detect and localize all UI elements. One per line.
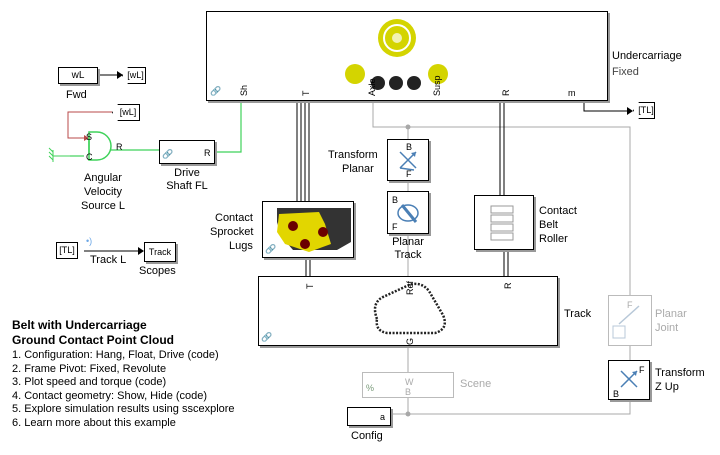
planar-track-icon — [397, 204, 419, 223]
link-learn-more[interactable]: 6. Learn more about this example — [12, 416, 176, 429]
planar-joint-block[interactable]: F — [608, 295, 652, 346]
undercarriage-block[interactable]: Sh T Axle Susp R m 🔗 — [206, 11, 608, 101]
angular-velocity-label-1: Angular — [84, 172, 122, 184]
link-icon: 🔗 — [210, 86, 222, 96]
transform-icon — [399, 151, 417, 171]
transform-z-icon — [620, 370, 638, 388]
model-title: Belt with Undercarriage Ground Contact P… — [12, 318, 174, 348]
port-f-pj: F — [627, 300, 633, 310]
transform-planar-label-1: Transform — [328, 149, 378, 161]
from-wl-block[interactable]: [wL] — [112, 104, 140, 121]
model-title-line1: Belt with Undercarriage — [12, 318, 147, 332]
goto-tl-block[interactable]: [TL] — [633, 102, 655, 119]
wireless-icon: •) — [86, 236, 93, 246]
track-l-label: Track L — [90, 254, 127, 266]
link-icon: 🔗 — [162, 149, 174, 159]
transform-planar-block[interactable]: B F — [387, 139, 429, 181]
link-frame-pivot[interactable]: 2. Frame Pivot: Fixed, Revolute — [12, 362, 167, 375]
port-w-scene: W — [405, 377, 414, 387]
model-links-list: 1. Configuration: Hang, Float, Drive (co… — [12, 349, 235, 430]
contact-sprocket-label-1: Contact — [215, 212, 253, 224]
planar-track-label-2: Track — [394, 249, 422, 261]
planar-track-label-1: Planar — [392, 236, 424, 248]
config-value: a — [380, 412, 386, 422]
link-plot-speed[interactable]: 3. Plot speed and torque (code) — [12, 376, 167, 388]
transform-z-label-1: Transform — [655, 367, 705, 379]
contact-belt-label-1: Contact — [539, 205, 577, 217]
angular-velocity-label-3: Source L — [80, 200, 126, 212]
link-icon: 🔗 — [265, 244, 277, 254]
link-contact-geometry[interactable]: 4. Contact geometry: Show, Hide (code) — [12, 389, 208, 402]
port-c: C — [86, 152, 93, 162]
port-t: T — [301, 90, 311, 97]
from-tl-block[interactable]: [TL] — [56, 242, 78, 259]
port-b-tp: B — [406, 142, 413, 152]
contact-sprocket-label-2: Sprocket — [210, 226, 254, 238]
scene-label: Scene — [460, 378, 492, 390]
config-block[interactable]: a — [347, 407, 391, 426]
fwd-constant-block[interactable]: wL — [58, 67, 98, 84]
link-icon: 🔗 — [261, 332, 273, 342]
port-r-av: R — [116, 142, 123, 152]
fwd-label: Fwd — [66, 89, 87, 101]
scopes-block[interactable]: Track — [144, 242, 176, 262]
port-f-pt: F — [392, 222, 398, 232]
planar-joint-label-1: Planar — [655, 308, 687, 320]
port-axle: Axle — [367, 78, 377, 96]
model-title-line2: Ground Contact Point Cloud — [12, 333, 174, 347]
planar-joint-label-2: Joint — [655, 322, 679, 334]
scene-icon: % — [366, 383, 375, 393]
port-s: S — [86, 132, 93, 142]
scene-block[interactable]: % W B — [362, 372, 454, 398]
port-f-tz: F — [639, 365, 645, 375]
track-graphic — [373, 282, 446, 335]
scopes-label: Scopes — [139, 265, 176, 277]
goto-wl-block[interactable]: [wL] — [122, 67, 146, 84]
port-sh: Sh — [239, 84, 249, 96]
undercarriage-name: Undercarriage — [612, 50, 682, 62]
port-susp: Susp — [432, 75, 442, 96]
port-ref-track: Ref — [405, 280, 415, 295]
undercarriage-variant: Fixed — [612, 66, 639, 78]
config-label: Config — [351, 430, 383, 442]
drive-shaft-label-1: Drive — [174, 167, 200, 179]
transform-z-block[interactable]: B F — [608, 360, 650, 400]
transform-planar-label-2: Planar — [342, 163, 374, 175]
port-g-track: G — [405, 337, 415, 345]
track-block[interactable]: T Ref R G 🔗 — [258, 276, 558, 346]
belt-roller-icon — [490, 205, 514, 241]
port-b-pt: B — [392, 195, 399, 205]
contact-belt-label-2: Belt — [539, 219, 558, 231]
planar-track-block[interactable]: B F — [387, 191, 429, 234]
undercarriage-graphic — [345, 19, 448, 90]
contact-belt-label-3: Roller — [539, 233, 568, 245]
port-t-track: T — [305, 283, 315, 290]
port-r: R — [501, 89, 511, 97]
planar-joint-icon — [612, 305, 640, 339]
link-configuration[interactable]: 1. Configuration: Hang, Float, Drive (co… — [12, 349, 219, 361]
angular-velocity-label-2: Velocity — [84, 186, 122, 198]
contact-sprocket-block[interactable]: 🔗 — [262, 201, 354, 258]
drive-shaft-label-2: Shaft FL — [166, 180, 208, 192]
drive-shaft-block[interactable]: 🔗 R — [159, 140, 215, 164]
port-f-tp: F — [406, 169, 412, 179]
port-b-scene: B — [405, 387, 412, 397]
angular-velocity-source-block[interactable] — [45, 128, 125, 168]
contact-sprocket-label-3: Lugs — [229, 240, 253, 252]
link-explore-results[interactable]: 5. Explore simulation results using ssce… — [12, 403, 235, 415]
port-b-tz: B — [613, 389, 620, 399]
contact-belt-block[interactable] — [474, 195, 534, 250]
port-r-ds: R — [204, 148, 211, 158]
sprocket-graphic — [277, 208, 351, 252]
port-m: m — [568, 88, 576, 98]
transform-z-label-2: Z Up — [655, 381, 679, 393]
port-r-track: R — [503, 282, 513, 290]
track-label: Track — [564, 308, 592, 320]
